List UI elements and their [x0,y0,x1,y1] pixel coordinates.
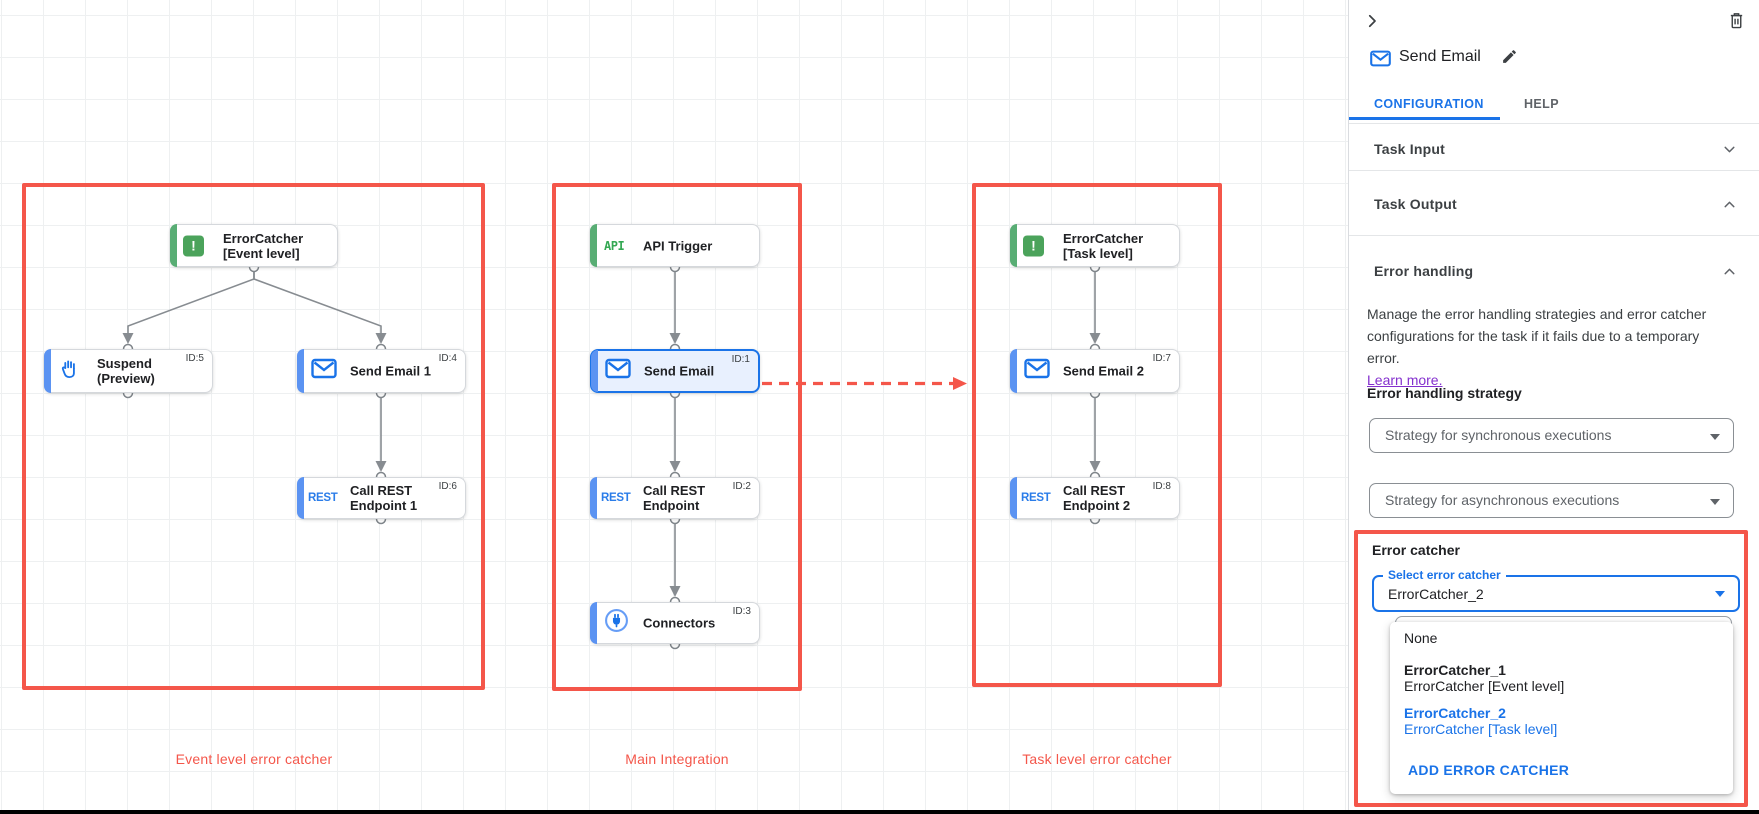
task-config-panel: Send Email CONFIGURATION HELP Task Input… [1348,0,1759,814]
email-icon [311,358,337,384]
delete-task-icon[interactable] [1728,11,1745,35]
node-color-bar [170,224,177,267]
node-id-badge: ID:6 [438,481,457,492]
api-icon: API [604,238,625,253]
edit-title-icon[interactable] [1501,48,1518,70]
tab-help[interactable]: HELP [1524,97,1559,111]
node-color-bar [1010,224,1017,267]
node-send-email-2[interactable]: ID:7 Send Email 2 [1010,349,1180,393]
annotation-box-main-integration [552,183,802,691]
chevron-up-icon[interactable] [1721,263,1738,285]
divider [1349,235,1759,236]
menu-item-errorcatcher-1[interactable]: ErrorCatcher_1 ErrorCatcher [Event level… [1404,662,1565,694]
divider [1349,123,1759,124]
node-label: Connectors [643,615,716,631]
caption-task-level-error-catcher: Task level error catcher [1022,751,1172,767]
hand-icon [58,357,81,385]
rest-icon: REST [601,492,631,504]
node-label: Suspend(Preview) [97,356,155,386]
learn-more-link[interactable]: Learn more. [1367,372,1443,388]
node-id-badge: ID:1 [731,354,750,365]
email-icon [1370,50,1391,72]
screen-bottom-edge [0,810,1759,814]
node-color-bar [590,224,597,267]
tab-configuration[interactable]: CONFIGURATION [1374,97,1484,111]
node-label: Send Email 2 [1063,363,1144,379]
select-error-catcher[interactable]: Select error catcher ErrorCatcher_2 [1372,568,1740,612]
edges-layer [122,254,1101,650]
node-id-badge: ID:3 [732,606,751,617]
node-label: ErrorCatcher[Event level] [223,230,304,261]
error-catcher-menu: None ErrorCatcher_1 ErrorCatcher [Event … [1390,622,1733,794]
section-error-handling[interactable]: Error handling [1374,263,1474,279]
annotation-box-error-catcher: Error catcher Select error catcher Error… [1354,530,1748,807]
chevron-down-icon[interactable] [1721,141,1738,163]
section-task-input[interactable]: Task Input [1374,141,1445,157]
menu-item-none[interactable]: None [1404,630,1438,646]
rest-icon: REST [308,492,338,504]
error-catcher-icon: ! [1023,235,1044,256]
node-send-email-1[interactable]: ID:4 Send Email 1 [297,349,466,393]
connector-icon [604,608,629,638]
node-color-bar [44,349,51,393]
node-color-bar [591,350,598,392]
node-id-badge: ID:7 [1152,353,1171,364]
collapse-panel-icon[interactable] [1363,12,1381,35]
caption-main-integration: Main Integration [625,751,729,767]
node-suspend[interactable]: ID:5 Suspend(Preview) [44,349,213,393]
rest-icon: REST [1021,492,1051,504]
node-id-badge: ID:4 [438,353,457,364]
caption-event-level-error-catcher: Event level error catcher [175,751,333,767]
error-catcher-label: Error catcher [1372,542,1460,558]
menu-item-errorcatcher-2[interactable]: ErrorCatcher_2 ErrorCatcher [Task level] [1404,705,1558,737]
node-api-trigger[interactable]: API API Trigger [590,224,760,267]
select-floating-label: Select error catcher [1383,568,1506,582]
node-connectors[interactable]: ID:3 Connectors [590,602,760,644]
active-tab-underline [1349,117,1500,120]
node-id-badge: ID:8 [1152,481,1171,492]
email-icon [605,358,631,384]
error-catcher-icon: ! [183,235,204,256]
node-color-bar [297,349,304,393]
email-icon [1024,358,1050,384]
async-strategy-dropdown[interactable]: Strategy for asynchronous executions [1369,483,1734,518]
dropdown-arrow-icon [1710,434,1720,440]
node-color-bar [297,477,304,519]
annotation-box-task-level [972,183,1222,687]
error-handling-strategy-label: Error handling strategy [1367,385,1522,401]
panel-title: Send Email [1399,48,1481,65]
error-handling-description: Manage the error handling strategies and… [1367,306,1707,388]
node-color-bar [1010,349,1017,393]
node-label: Send Email [644,363,715,379]
divider [1349,170,1759,171]
node-label: API Trigger [643,238,713,253]
sync-strategy-dropdown[interactable]: Strategy for synchronous executions [1369,418,1734,453]
node-id-badge: ID:2 [732,481,751,492]
node-color-bar [1010,477,1017,519]
node-color-bar [590,602,597,644]
node-errorcatcher-task-level[interactable]: ! ErrorCatcher[Task level] [1010,224,1180,267]
node-color-bar [590,477,597,519]
node-errorcatcher-event-level[interactable]: ! ErrorCatcher[Event level] [170,224,338,267]
node-id-badge: ID:5 [185,353,204,364]
node-label: ErrorCatcher[Task level] [1063,230,1144,261]
integration-canvas[interactable]: ! ErrorCatcher[Event level] ID:5 Suspend… [0,0,1348,814]
dropdown-arrow-icon [1715,591,1725,597]
chevron-up-icon[interactable] [1721,196,1738,218]
node-label: Send Email 1 [350,363,431,379]
section-task-output[interactable]: Task Output [1374,196,1457,212]
select-value: ErrorCatcher_2 [1388,585,1484,602]
node-send-email-selected[interactable]: ID:1 Send Email [590,349,760,393]
dropdown-arrow-icon [1710,499,1720,505]
annotation-box-event-level [22,183,485,690]
add-error-catcher-button[interactable]: ADD ERROR CATCHER [1408,762,1570,778]
